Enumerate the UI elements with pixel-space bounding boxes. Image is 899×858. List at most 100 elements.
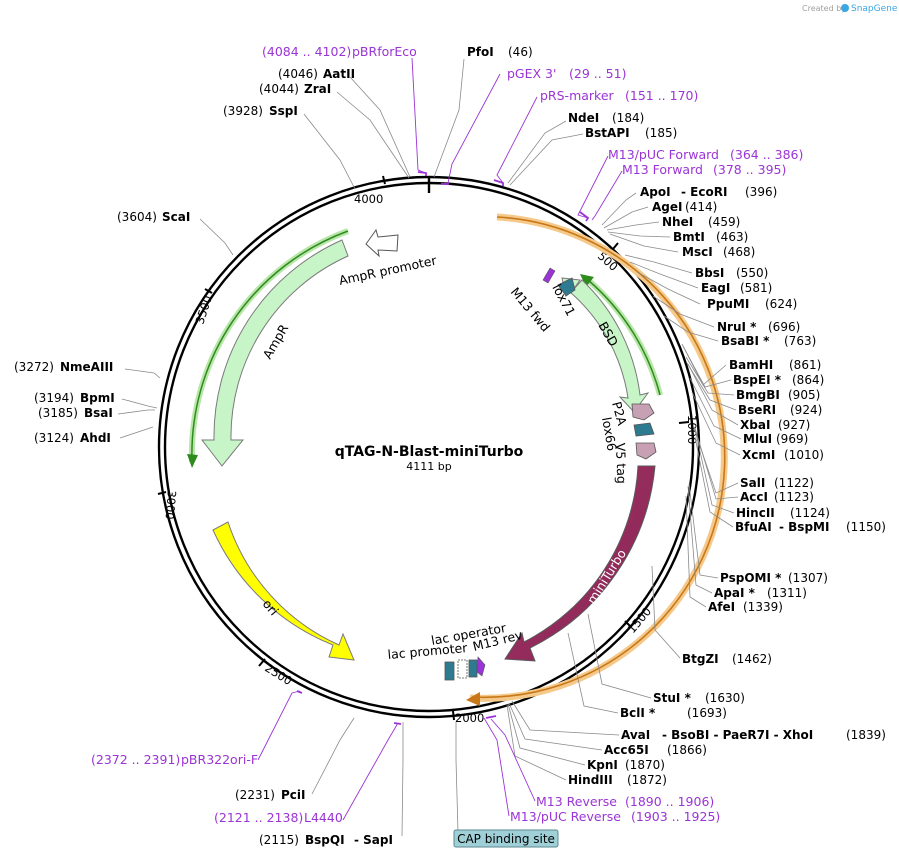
v5-tag-label: V5 tag	[613, 443, 629, 484]
site-label[interactable]: ApoI	[640, 185, 671, 199]
site-position: (1150)	[846, 520, 886, 534]
site-label[interactable]: NheI	[662, 215, 693, 229]
primer-range: (4084 .. 4102)	[262, 44, 351, 59]
site-position: (3604)	[117, 210, 157, 224]
primer-label[interactable]: M13 Forward	[622, 162, 703, 177]
primer-label[interactable]: pRS-marker	[540, 88, 615, 103]
site-position: (4044)	[259, 82, 299, 96]
primer-leader-lines	[257, 57, 623, 833]
site-label[interactable]: BbsI	[695, 266, 724, 280]
site-position: (624)	[765, 297, 797, 311]
lac-operator-box	[468, 659, 478, 678]
site-label[interactable]: MscI	[682, 245, 713, 259]
site-label[interactable]: HindIII	[568, 773, 613, 787]
site-label[interactable]: AccI	[740, 490, 768, 504]
site-label[interactable]: BspQI	[305, 833, 345, 847]
site-label[interactable]: BfuAI	[735, 520, 772, 534]
site-label[interactable]: AhdI	[80, 431, 111, 445]
site-label[interactable]: AfeI	[708, 600, 735, 614]
primer-label[interactable]: pBR322ori-F	[181, 752, 258, 767]
site-position: (2115)	[259, 833, 299, 847]
primer-label[interactable]: M13/pUC Forward	[608, 147, 719, 162]
site-label[interactable]: NmeAIII	[60, 360, 113, 374]
site-position: (864)	[792, 373, 824, 387]
tick-label-3000: 3000	[162, 490, 178, 520]
site-position: (3194)	[34, 391, 74, 405]
site-label[interactable]: ZraI	[304, 82, 331, 96]
site-label[interactable]: SalI	[740, 476, 765, 490]
primer-label[interactable]: pGEX 3'	[507, 66, 556, 81]
site-label[interactable]: SspI	[269, 104, 298, 118]
site-position: (459)	[708, 215, 740, 229]
site-label[interactable]: BseRI	[738, 403, 776, 417]
site-label[interactable]: BtgZI	[682, 652, 719, 666]
bsd-green-arc-core	[587, 279, 661, 396]
site-label[interactable]: BclI *	[620, 706, 656, 720]
primer-labels: (4084 .. 4102) pBRforEco pGEX 3' (29 .. …	[91, 44, 803, 825]
sites-left: (4046) AatII (4044) ZraI (3928) SspI (36…	[14, 67, 393, 847]
ampr-promoter-arrow	[365, 228, 399, 258]
site-label[interactable]: XbaI	[740, 418, 770, 432]
site-label[interactable]: Acc65I	[604, 743, 649, 757]
lac-promoter-label: lac promoter	[387, 640, 469, 662]
site-label[interactable]: BsaI	[84, 406, 113, 420]
primer-label[interactable]: M13/pUC Reverse	[510, 809, 621, 824]
orange-arc-arrowhead	[466, 692, 480, 706]
site-position: (3124)	[34, 431, 74, 445]
site-position: (1872)	[627, 773, 667, 787]
lox71-feature	[557, 277, 576, 297]
primer-range: (2121 .. 2138)	[214, 810, 303, 825]
site-position: (1122)	[774, 476, 814, 490]
site-label[interactable]: KpnI	[587, 758, 618, 772]
site-position: (1630)	[705, 691, 745, 705]
site-label[interactable]: BspEI *	[733, 373, 782, 387]
site-label[interactable]: NruI *	[717, 320, 757, 334]
cap-binding-site-box[interactable]	[453, 829, 559, 848]
site-label[interactable]: MluI	[743, 432, 772, 446]
site-label[interactable]: AgeI	[652, 200, 682, 214]
site-label[interactable]: BpmI	[80, 391, 115, 405]
cap-binding-site-label: CAP binding site	[457, 832, 555, 846]
site-label[interactable]: BmtI	[673, 230, 705, 244]
p2a-label: P2A	[609, 400, 630, 428]
site-position: (2231)	[235, 788, 275, 802]
site-extra: - SapI	[354, 833, 393, 847]
site-label[interactable]: NdeI	[568, 111, 599, 125]
primer-range: (1890 .. 1906)	[625, 794, 714, 809]
site-label[interactable]: BsaBI *	[721, 334, 770, 348]
primer-range: (2372 .. 2391)	[91, 752, 180, 767]
primer-label[interactable]: pBRforEco	[352, 44, 417, 59]
site-label[interactable]: PciI	[281, 788, 306, 802]
primer-label[interactable]: M13 Reverse	[536, 794, 617, 809]
site-label[interactable]: ApaI *	[714, 586, 756, 600]
site-position: (1307)	[788, 571, 828, 585]
site-label[interactable]: XcmI	[742, 448, 775, 462]
site-position: (3272)	[14, 360, 54, 374]
site-label[interactable]: PspOMI *	[720, 571, 782, 585]
site-label[interactable]: ScaI	[162, 210, 190, 224]
site-position: (927)	[778, 418, 810, 432]
site-label[interactable]: AatII	[323, 67, 355, 81]
tick-label-4000: 4000	[354, 192, 383, 206]
m13-fwd-feature	[542, 267, 556, 284]
site-label[interactable]: PfoI	[467, 45, 494, 59]
site-label[interactable]: PpuMI	[707, 297, 749, 311]
site-position: (184)	[612, 111, 644, 125]
site-label[interactable]: HincII	[736, 506, 775, 520]
site-label[interactable]: EagI	[701, 281, 730, 295]
site-label[interactable]: BmgBI	[736, 388, 780, 402]
site-label[interactable]: StuI *	[653, 691, 692, 705]
site-position: (185)	[645, 126, 677, 140]
site-label[interactable]: AvaI	[621, 728, 650, 742]
site-position: (924)	[790, 403, 822, 417]
site-label[interactable]: BstAPI	[585, 126, 630, 140]
site-position: (550)	[736, 266, 768, 280]
primer-label[interactable]: L4440	[304, 810, 343, 825]
primer-range: (29 .. 51)	[569, 66, 626, 81]
ampr-promoter-label: AmpR promoter	[338, 252, 439, 288]
tick-label-1000: 1000	[685, 415, 699, 444]
site-position: (1010)	[784, 448, 824, 462]
ori-feature-arrow	[212, 521, 355, 661]
site-label[interactable]: BamHI	[729, 358, 773, 372]
